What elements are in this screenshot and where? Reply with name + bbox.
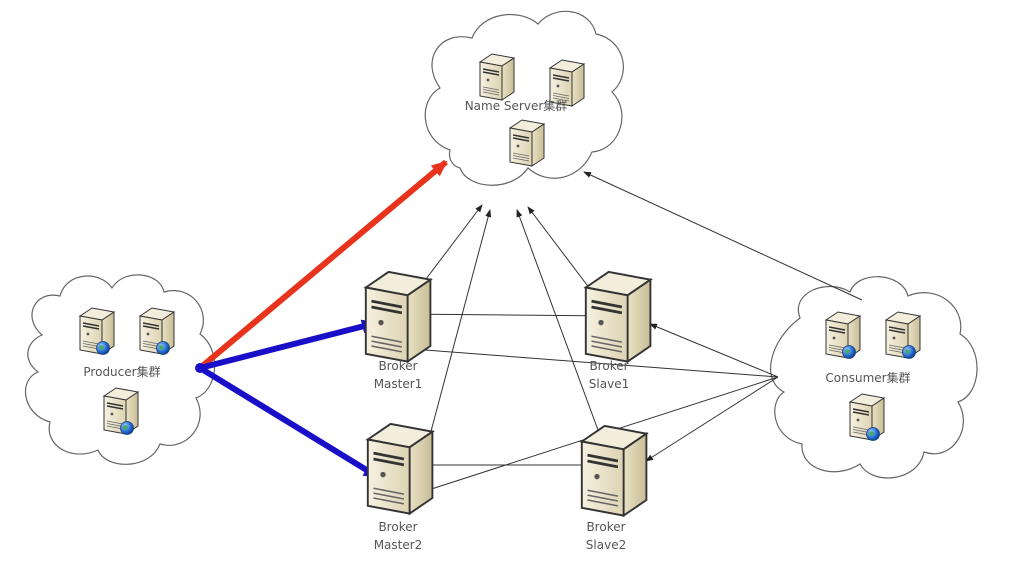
arrow-producer-master2 — [198, 365, 380, 480]
arrow-producer-master1 — [199, 319, 378, 371]
consumer-cloud — [770, 276, 978, 479]
broker-slave2-label-line2: Slave2 — [586, 538, 626, 552]
broker-slave1 — [584, 270, 652, 363]
nameserver-server-icon-1 — [479, 53, 515, 101]
producer-server-icon-2 — [140, 308, 174, 355]
nameserver-cluster-label: Name Server集群 — [465, 98, 568, 113]
broker-slave1-label-line1: Broker — [589, 359, 628, 373]
link-consumer-slave2 — [645, 376, 779, 462]
broker-slave1-label-line2: Slave1 — [589, 377, 629, 391]
link-master1-slave1 — [397, 312, 617, 319]
consumer-server-icon-3 — [850, 394, 884, 441]
producer-server-icon-1 — [80, 308, 114, 355]
name-server-cloud — [424, 10, 624, 186]
broker-master1-label-line1: Broker — [378, 359, 417, 373]
producer-origin-dot — [195, 363, 205, 373]
broker-slave2-label-line1: Broker — [586, 520, 625, 534]
consumer-server-icon-2 — [886, 312, 920, 359]
link-master2-nameserver — [429, 209, 492, 436]
broker-master1 — [364, 270, 432, 363]
link-consumer-slave1 — [649, 323, 779, 378]
consumer-server-icon-1 — [826, 312, 860, 359]
nameserver-server-icon-3 — [509, 119, 545, 167]
link-slave2-nameserver — [516, 209, 599, 431]
broker-slave2 — [580, 424, 648, 517]
arrow-producer-nameserver — [198, 159, 448, 371]
broker-master2-label-line2: Master2 — [374, 538, 423, 552]
broker-master2-label-line1: Broker — [378, 520, 417, 534]
link-consumer-master1 — [411, 346, 779, 378]
broker-master1-label-line2: Master1 — [374, 377, 423, 391]
producer-cluster-label: Producer集群 — [83, 364, 160, 379]
producer-server-icon-3 — [104, 388, 138, 435]
consumer-cluster-label: Consumer集群 — [825, 370, 910, 385]
broker-master2 — [366, 422, 434, 515]
link-consumer-nameserver — [583, 171, 863, 301]
